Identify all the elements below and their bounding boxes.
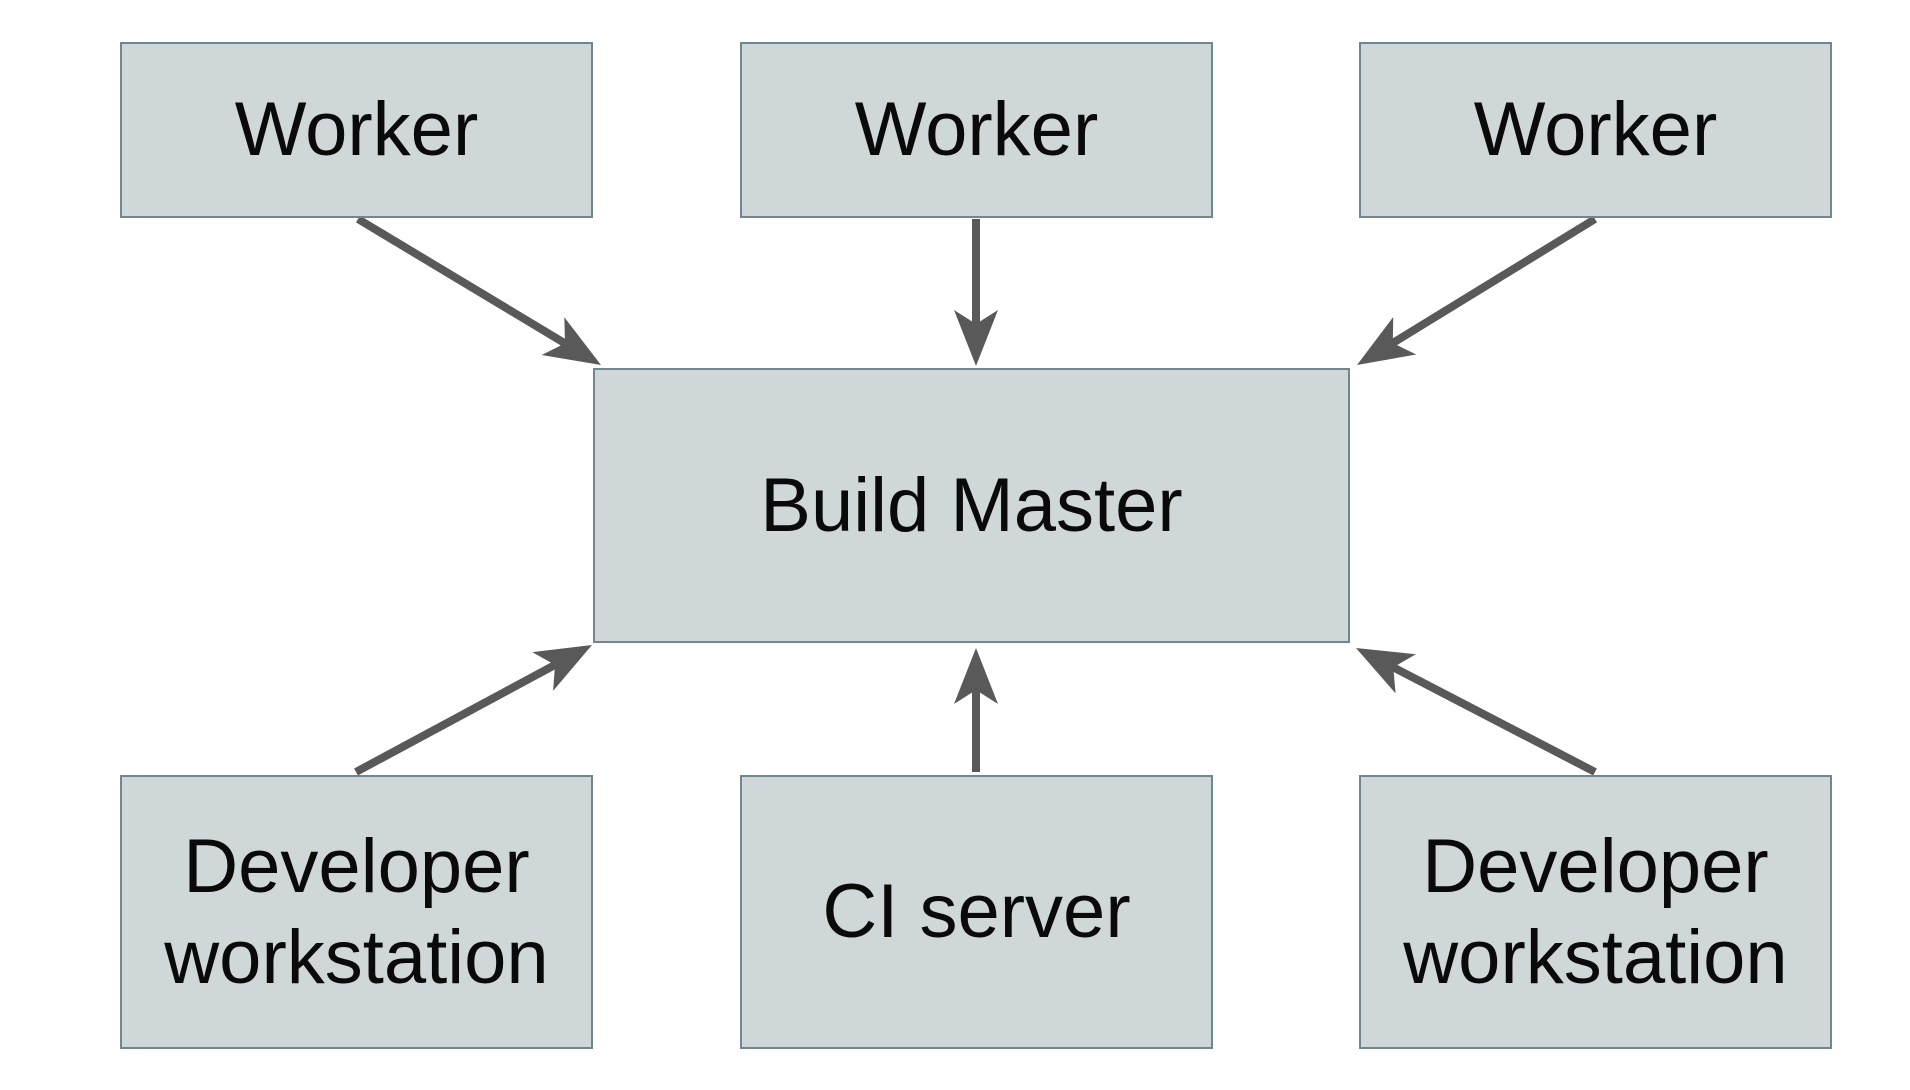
arrow-worker-1-to-build-master <box>355 215 601 365</box>
node-build-master: Build Master <box>593 368 1350 643</box>
node-label: Developer workstation <box>164 823 549 1000</box>
node-label: Developer workstation <box>1403 823 1788 1000</box>
node-worker-2: Worker <box>740 42 1213 218</box>
node-label: CI server <box>822 869 1131 955</box>
node-label: Build Master <box>760 462 1183 548</box>
node-label: Worker <box>234 87 479 173</box>
arrow-developer-workstation-left-to-build-master <box>354 644 593 776</box>
node-developer-workstation-left: Developer workstation <box>120 775 593 1049</box>
arrow-worker-3-to-build-master <box>1357 215 1598 366</box>
arrow-developer-workstation-right-to-build-master <box>1356 647 1597 776</box>
node-ci-server: CI server <box>740 775 1213 1049</box>
node-worker-3: Worker <box>1359 42 1832 218</box>
node-label: Worker <box>854 87 1099 173</box>
node-developer-workstation-right: Developer workstation <box>1359 775 1832 1049</box>
node-label: Worker <box>1473 87 1718 173</box>
node-worker-1: Worker <box>120 42 593 218</box>
